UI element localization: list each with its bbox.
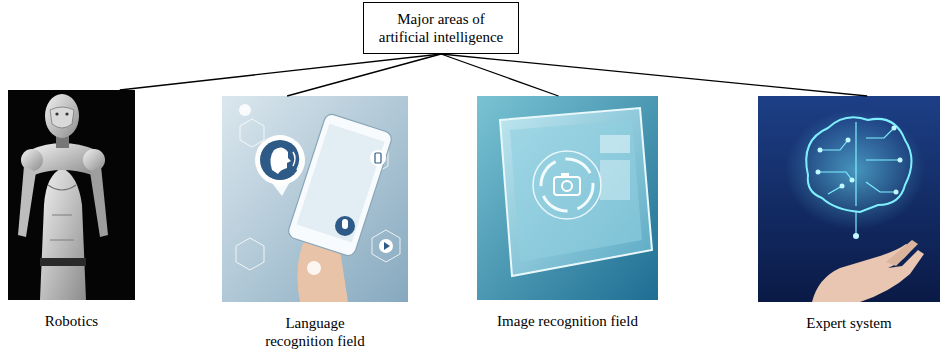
brain-hand-picture-part [785, 110, 925, 230]
speech-phone-picture-part [239, 104, 251, 116]
area-panel: Image recognition field [477, 96, 658, 330]
tablet-camera-picture [477, 96, 658, 300]
brain-hand-picture-part [894, 190, 899, 195]
tablet-camera-picture-part [541, 159, 593, 211]
brain-hand-picture-part [853, 233, 859, 239]
area-panel: Language recognition field [222, 96, 408, 350]
robot-picture-part [40, 168, 86, 300]
speech-phone-picture-part [270, 147, 291, 174]
speech-phone-picture-part [297, 124, 385, 243]
picture-slot [8, 90, 135, 300]
brain-hand-picture-part [806, 117, 911, 212]
robot-picture-part [50, 215, 74, 240]
speech-phone-picture-part [287, 112, 394, 257]
brain-hand-picture-part [816, 126, 903, 240]
brain-hand-picture-part [855, 122, 856, 206]
brain-hand-picture-part [758, 96, 940, 302]
speech-phone-picture-part [240, 119, 264, 147]
brain-hand-picture-part [892, 126, 897, 131]
speech-phone-picture-part [375, 153, 381, 163]
brain-hand-picture-part [820, 140, 848, 150]
brain-hand-picture-part [855, 212, 856, 236]
area-caption: Language recognition field [255, 314, 375, 350]
branch-line [287, 54, 441, 96]
robot-picture-part [8, 90, 135, 300]
robot-picture-part [48, 185, 76, 190]
brain-hand-picture-part [846, 138, 851, 143]
tablet-camera-picture-part [510, 120, 642, 262]
picture-slot [222, 96, 408, 302]
speech-phone-picture-part [222, 96, 408, 302]
speech-phone-picture-part [342, 219, 348, 229]
brain-hand-picture-part [886, 240, 918, 266]
area-caption: Robotics [12, 312, 132, 330]
brain-hand-picture-part [840, 184, 845, 189]
speech-phone-picture-part [370, 150, 386, 166]
brain-hand-picture-part [818, 122, 900, 236]
area-panel: Robotics [8, 90, 135, 330]
speech-phone-picture-part [335, 216, 355, 236]
speech-phone-picture-part [236, 238, 264, 270]
branch-line [441, 54, 867, 96]
robot-picture-part [55, 112, 58, 115]
tablet-camera-picture-part [477, 96, 658, 300]
brain-hand-picture-part [818, 172, 852, 180]
robot-picture-part [45, 94, 79, 138]
tablet-camera-picture-part [562, 181, 572, 191]
robot-picture-part [40, 258, 86, 266]
robot-picture-part [50, 107, 74, 128]
speech-phone-picture-part [384, 242, 390, 250]
area-panel: Expert system [758, 96, 940, 332]
speech-phone-picture-part [293, 148, 300, 170]
area-caption: Expert system [762, 314, 937, 332]
tablet-camera-picture-part [533, 151, 601, 219]
speech-phone-picture-part [372, 230, 400, 262]
tablet-camera-picture-part [600, 135, 630, 153]
topic-box: Major areas of artificial intelligence [363, 2, 519, 54]
brain-hand-picture [758, 96, 940, 302]
brain-hand-picture-part [816, 170, 821, 175]
speech-phone-picture-part [379, 239, 393, 253]
brain-hand-picture-part [818, 148, 823, 153]
speech-phone-picture-part [260, 140, 300, 180]
speech-phone-picture [222, 96, 408, 302]
speech-phone-picture-part [255, 135, 305, 185]
speech-phone-picture-part [307, 261, 321, 275]
brain-hand-picture-part [850, 178, 855, 183]
robot-picture-part [65, 112, 68, 115]
brain-hand-picture-part [898, 158, 903, 163]
brain-hand-picture-part [866, 128, 894, 138]
connector-layer [120, 54, 867, 96]
brain-hand-picture-part [866, 182, 896, 192]
picture-slot [758, 96, 940, 302]
picture-slot [477, 96, 658, 300]
robot-picture-part [90, 166, 108, 237]
brain-hand-picture-part [866, 159, 900, 160]
tablet-camera-picture-part [600, 160, 630, 200]
robot-picture-part [83, 149, 105, 171]
tablet-camera-picture-part [554, 177, 580, 195]
topic-text: Major areas of artificial intelligence [378, 10, 504, 46]
robot-picture-part [18, 166, 36, 237]
branch-line [120, 54, 441, 90]
robot-picture [8, 90, 135, 300]
area-caption: Image recognition field [480, 312, 655, 330]
tablet-camera-picture-part [500, 108, 652, 276]
tablet-camera-picture-part [561, 173, 569, 177]
